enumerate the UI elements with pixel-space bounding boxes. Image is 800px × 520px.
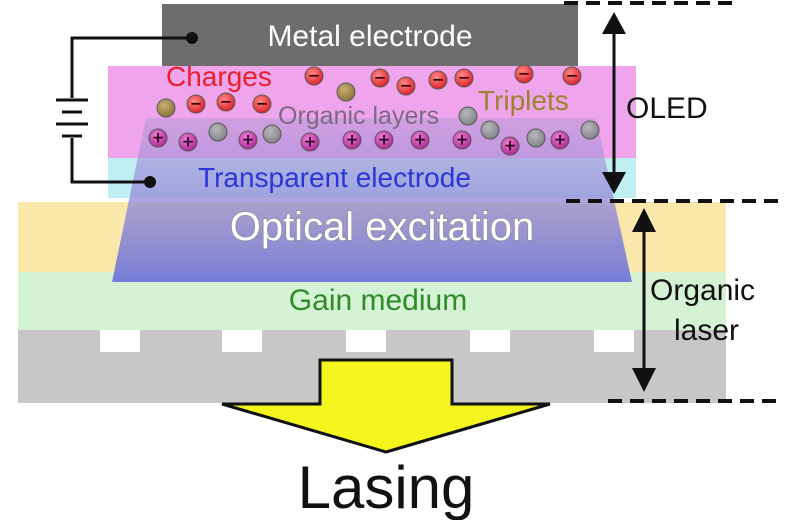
positive-charge-particle xyxy=(238,130,258,150)
positive-charge-particle xyxy=(452,130,472,150)
metal-electrode-label: Metal electrode xyxy=(267,20,472,53)
negative-charge-particle xyxy=(454,68,474,88)
positive-charge-particle xyxy=(300,132,320,152)
battery-circuit xyxy=(56,36,192,184)
triplets-label: Triplets xyxy=(478,85,569,116)
metal-electrode-layer xyxy=(162,4,578,66)
negative-sign: − xyxy=(518,65,531,83)
positive-sign: + xyxy=(456,131,469,149)
gain-medium-label: Gain medium xyxy=(289,284,467,317)
negative-sign: − xyxy=(432,71,445,89)
negative-charge-particle xyxy=(304,66,324,86)
negative-sign: − xyxy=(220,93,233,111)
exciton-particle xyxy=(262,124,282,144)
charges-label: Charges xyxy=(166,61,272,92)
negative-charge-particle xyxy=(252,94,272,114)
triplet-particle xyxy=(156,98,176,118)
negative-charge-particle xyxy=(370,68,390,88)
negative-charge-particle xyxy=(514,64,534,84)
negative-charge-particle xyxy=(562,66,582,86)
negative-charge-particle xyxy=(396,76,416,96)
charge-particles: −−−−−−−−−−++++++++++ xyxy=(148,64,600,156)
organic-laser-label-line2: laser xyxy=(674,314,739,347)
positive-charge-particle xyxy=(342,130,362,150)
organic-laser-span-arrow xyxy=(632,208,656,392)
positive-sign: + xyxy=(554,131,567,149)
negative-charge-particle xyxy=(428,70,448,90)
negative-sign: − xyxy=(190,95,203,113)
transparent-contact-dot xyxy=(144,176,156,188)
positive-charge-particle xyxy=(410,130,430,150)
organic-layers-label: Organic layers xyxy=(278,102,439,130)
positive-charge-particle xyxy=(550,130,570,150)
exciton-particle xyxy=(480,120,500,140)
organic-laser-label-line1: Organic xyxy=(650,274,755,307)
negative-sign: − xyxy=(400,77,413,95)
positive-sign: + xyxy=(414,131,427,149)
oled-label: OLED xyxy=(626,92,708,125)
negative-sign: − xyxy=(566,67,579,85)
exciton-particle xyxy=(208,122,228,142)
optical-excitation-label: Optical excitation xyxy=(230,205,535,249)
negative-sign: − xyxy=(308,67,321,85)
positive-sign: + xyxy=(504,137,517,155)
positive-sign: + xyxy=(346,131,359,149)
exciton-particle xyxy=(458,106,478,126)
negative-charge-particle xyxy=(216,92,236,112)
positive-charge-particle xyxy=(148,128,168,148)
dashed-boundaries xyxy=(564,1,782,403)
negative-sign: − xyxy=(374,69,387,87)
exciton-particle xyxy=(580,120,600,140)
negative-charge-particle xyxy=(186,94,206,114)
transparent-electrode-label: Transparent electrode xyxy=(198,162,471,193)
lasing-arrow xyxy=(221,358,551,454)
positive-charge-particle xyxy=(178,132,198,152)
positive-sign: + xyxy=(242,131,255,149)
optical-excitation-region xyxy=(112,118,632,282)
metal-contact-dot xyxy=(186,32,198,44)
negative-sign: − xyxy=(256,95,269,113)
positive-sign: + xyxy=(152,129,165,147)
exciton-particle xyxy=(526,128,546,148)
positive-sign: + xyxy=(304,133,317,151)
positive-charge-particle xyxy=(500,136,520,156)
triplet-particle xyxy=(336,82,356,102)
lasing-label: Lasing xyxy=(298,454,475,520)
oled-span-arrow xyxy=(602,12,626,194)
positive-sign: + xyxy=(378,131,391,149)
positive-sign: + xyxy=(182,133,195,151)
positive-charge-particle xyxy=(374,130,394,150)
negative-sign: − xyxy=(458,69,471,87)
